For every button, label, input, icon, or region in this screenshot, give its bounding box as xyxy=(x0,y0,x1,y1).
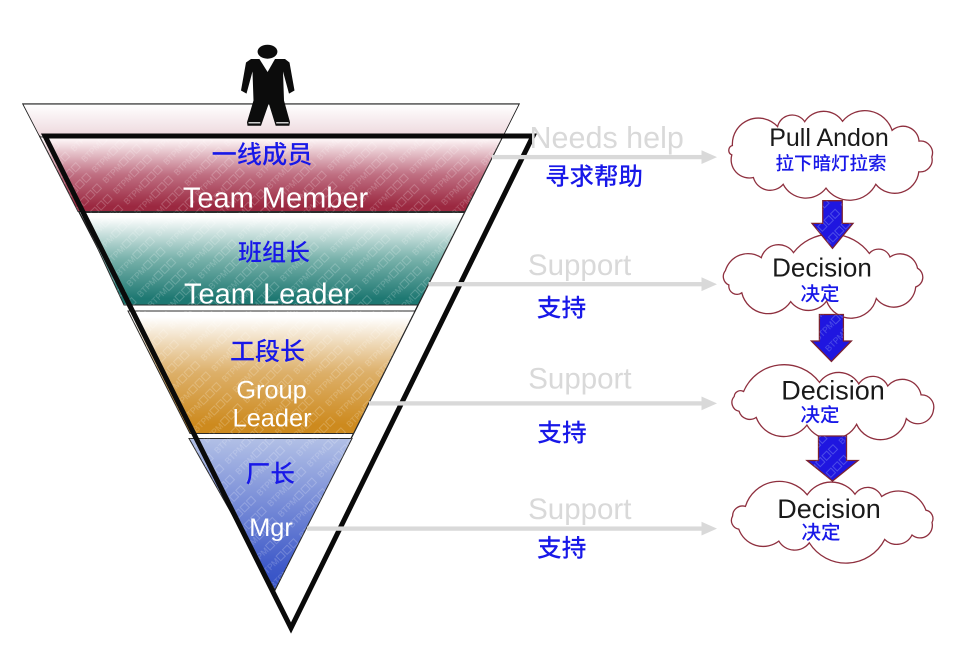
svg-text:Leader: Leader xyxy=(232,405,312,433)
svg-text:Pull Andon: Pull Andon xyxy=(769,124,889,152)
svg-text:Support: Support xyxy=(528,493,631,526)
svg-text:Team Member: Team Member xyxy=(183,183,369,215)
svg-text:Needs help: Needs help xyxy=(530,121,684,155)
svg-text:Decision: Decision xyxy=(772,253,872,283)
svg-text:Support: Support xyxy=(528,249,631,282)
svg-text:Decision: Decision xyxy=(781,376,885,406)
svg-text:Mgr: Mgr xyxy=(249,514,293,542)
svg-text:Decision: Decision xyxy=(777,494,881,524)
svg-text:Group: Group xyxy=(236,376,307,404)
svg-text:Team Leader: Team Leader xyxy=(184,279,354,311)
svg-text:Support: Support xyxy=(528,362,631,395)
